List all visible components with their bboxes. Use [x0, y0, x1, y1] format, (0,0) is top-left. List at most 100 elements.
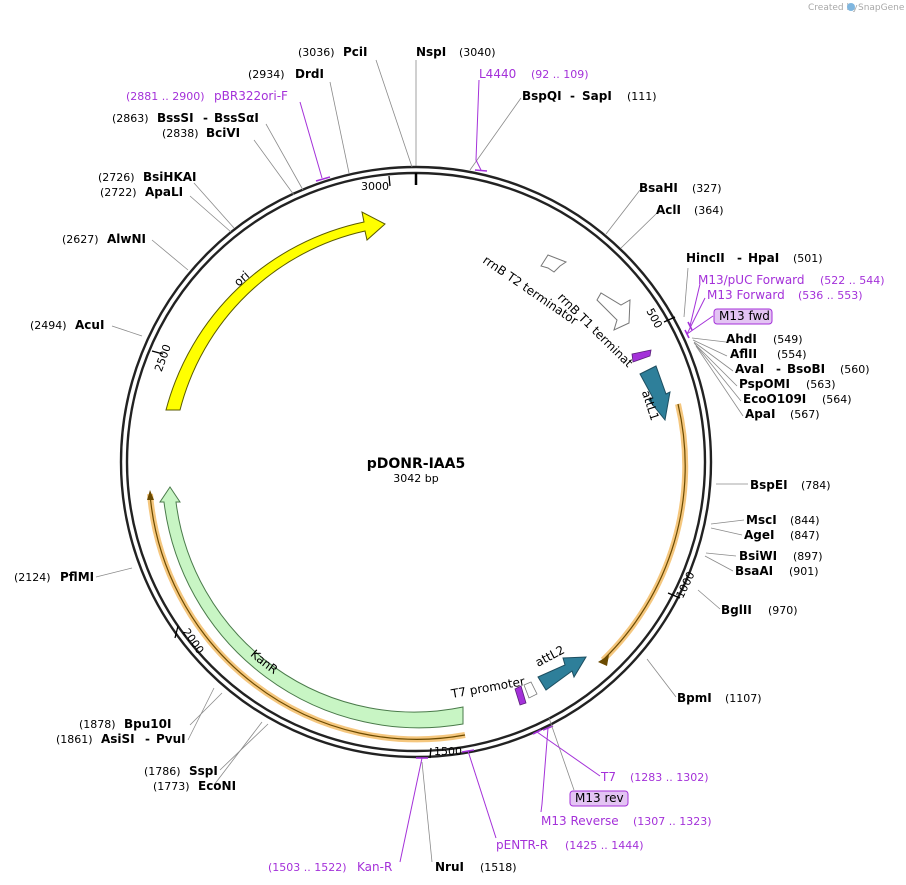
- plasmid-size: 3042 bp: [393, 472, 438, 485]
- credit-brand: SnapGene: [858, 3, 905, 13]
- enzyme-bsssai: BssSαI: [214, 111, 259, 125]
- enzyme-bspqi-pos: (111): [627, 90, 657, 103]
- enzyme-bsahi-pos: (327): [692, 182, 722, 195]
- enzyme-avai: AvaI: [735, 362, 764, 376]
- enzyme-agei: AgeI: [744, 528, 774, 542]
- enzyme-bpmi: BpmI: [677, 691, 712, 705]
- enzyme-pflmi: PflMI: [60, 570, 94, 584]
- enzyme-bsaai: BsaAI: [735, 564, 773, 578]
- enzyme-acui-pos: (2494): [30, 319, 67, 332]
- enzyme-asisi-pos: (1861): [56, 733, 93, 746]
- enzyme-nrui: NruI: [435, 860, 464, 874]
- enzyme-pspomi: PspOMI: [739, 377, 790, 391]
- tick-label-1500: 1500: [434, 745, 462, 758]
- enzyme-bsssi-pos: (2863): [112, 112, 149, 125]
- enzyme-pflmi-pos: (2124): [14, 571, 51, 584]
- enzyme-pcii: PciI: [343, 45, 368, 59]
- enzyme-drdi-pos: (2934): [248, 68, 285, 81]
- enzyme-bsssi: BssSI: [157, 111, 194, 125]
- enzyme-asisi-dash: -: [145, 732, 150, 746]
- enzyme-asisi: AsiSI: [101, 732, 135, 746]
- enzyme-alwni: AlwNI: [107, 232, 146, 246]
- enzyme-aflii: AflII: [730, 347, 757, 361]
- primer-l4440-range: (92 .. 109): [531, 68, 589, 81]
- enzyme-nspi: NspI: [416, 45, 446, 59]
- primer-t7-range: (1283 .. 1302): [630, 771, 709, 784]
- enzyme-msci-pos: (844): [790, 514, 820, 527]
- enzyme-msci: MscI: [746, 513, 777, 527]
- enzyme-hincii-pos: (501): [793, 252, 823, 265]
- primer-kan-r-range: (1503 .. 1522): [268, 861, 347, 874]
- enzyme-alwni-pos: (2627): [62, 233, 99, 246]
- m13-fwd-box: [713, 308, 773, 325]
- enzyme-agei-pos: (847): [790, 529, 820, 542]
- enzyme-bpu10i-pos: (1878): [79, 718, 116, 731]
- attl1-region: [598, 403, 689, 666]
- enzyme-bglii-pos: (970): [768, 604, 798, 617]
- credit-text: Created by: [808, 3, 858, 13]
- kanr-feature: KanR: [147, 486, 466, 743]
- enzyme-acui: AcuI: [75, 318, 104, 332]
- enzyme-bcivi: BciVI: [206, 126, 240, 140]
- enzyme-nspi-pos: (3040): [459, 46, 496, 59]
- tick-label-3000: 3000: [361, 180, 389, 193]
- enzyme-bsiwi-pos: (897): [793, 550, 823, 563]
- attl2-feature: attL2: [533, 643, 587, 691]
- primer-t7: T7: [600, 770, 616, 784]
- enzyme-aflii-pos: (554): [777, 348, 807, 361]
- primer-m13-puc-forward: M13/pUC Forward: [698, 273, 805, 287]
- primer-kan-r: Kan-R: [357, 860, 392, 874]
- ori-feature: ori: [165, 211, 386, 411]
- enzyme-ecoo109i: EcoO109I: [743, 392, 806, 406]
- enzyme-apali-pos: (2722): [100, 186, 137, 199]
- primer-m13-reverse-range: (1307 .. 1323): [633, 815, 712, 828]
- m13-fwd-label: M13 fwd: [719, 309, 770, 323]
- enzyme-bsaai-pos: (901): [789, 565, 819, 578]
- enzyme-apai: ApaI: [745, 407, 775, 421]
- enzyme-avai-dash: -: [776, 362, 781, 376]
- enzyme-bspqi: BspQI: [522, 89, 562, 103]
- enzyme-bsssi-dash: -: [203, 111, 208, 125]
- enzyme-sapi: SapI: [582, 89, 612, 103]
- m13-rev-label: M13 rev: [575, 791, 624, 805]
- backbone: [119, 165, 713, 759]
- enzyme-bpu10i: Bpu10I: [124, 717, 171, 731]
- tick-label-2500: 2500: [152, 343, 174, 374]
- enzyme-pvui: PvuI: [156, 732, 186, 746]
- enzyme-bcivi-pos: (2838): [162, 127, 199, 140]
- m13-rev-box: [569, 790, 629, 807]
- enzyme-econi: EcoNI: [198, 779, 236, 793]
- t7-promoter-feature: T7 promoter: [449, 674, 538, 706]
- enzyme-bspei-pos: (784): [801, 479, 831, 492]
- enzyme-apali: ApaLI: [145, 185, 183, 199]
- enzyme-ahdi: AhdI: [726, 332, 757, 346]
- plasmid-name: pDONR-IAA5: [367, 456, 465, 472]
- primer-m13-puc-forward-range: (522 .. 544): [820, 274, 885, 287]
- enzyme-bsihkai: BsiHKAI: [143, 170, 197, 184]
- enzyme-labels: NspI (3040) PciI (3036) DrdI (2934) BssS…: [14, 45, 870, 874]
- attl1-feature: attL1: [639, 365, 671, 422]
- enzyme-drdi: DrdI: [295, 67, 324, 81]
- enzyme-acli-pos: (364): [694, 204, 724, 217]
- enzyme-avai-pos: (560): [840, 363, 870, 376]
- primer-m13-reverse: M13 Reverse: [541, 814, 619, 828]
- enzyme-acli: AclI: [656, 203, 681, 217]
- primer-pentr-r-range: (1425 .. 1444): [565, 839, 644, 852]
- snapgene-logo-icon: [847, 3, 855, 11]
- enzyme-bsihkai-pos: (2726): [98, 171, 135, 184]
- primer-l4440: L4440: [479, 67, 516, 81]
- primer-pbr322ori-f: pBR322ori-F: [214, 89, 288, 103]
- primer-labels: L4440 (92 .. 109) pBR322ori-F (2881 .. 2…: [126, 67, 885, 874]
- enzyme-hincii: HincII: [686, 251, 725, 265]
- enzyme-ahdi-pos: (549): [773, 333, 803, 346]
- enzyme-apai-pos: (567): [790, 408, 820, 421]
- rrnb-t2-label: rrnB T2 terminator: [480, 253, 580, 328]
- enzyme-hincii-dash: -: [737, 251, 742, 265]
- enzyme-bspei: BspEI: [750, 478, 788, 492]
- enzyme-bsiwi: BsiWI: [739, 549, 777, 563]
- enzyme-bsahi: BsaHI: [639, 181, 678, 195]
- enzyme-bspqi-dash: -: [570, 89, 575, 103]
- primer-pbr322ori-f-range: (2881 .. 2900): [126, 90, 205, 103]
- enzyme-nrui-pos: (1518): [480, 861, 517, 874]
